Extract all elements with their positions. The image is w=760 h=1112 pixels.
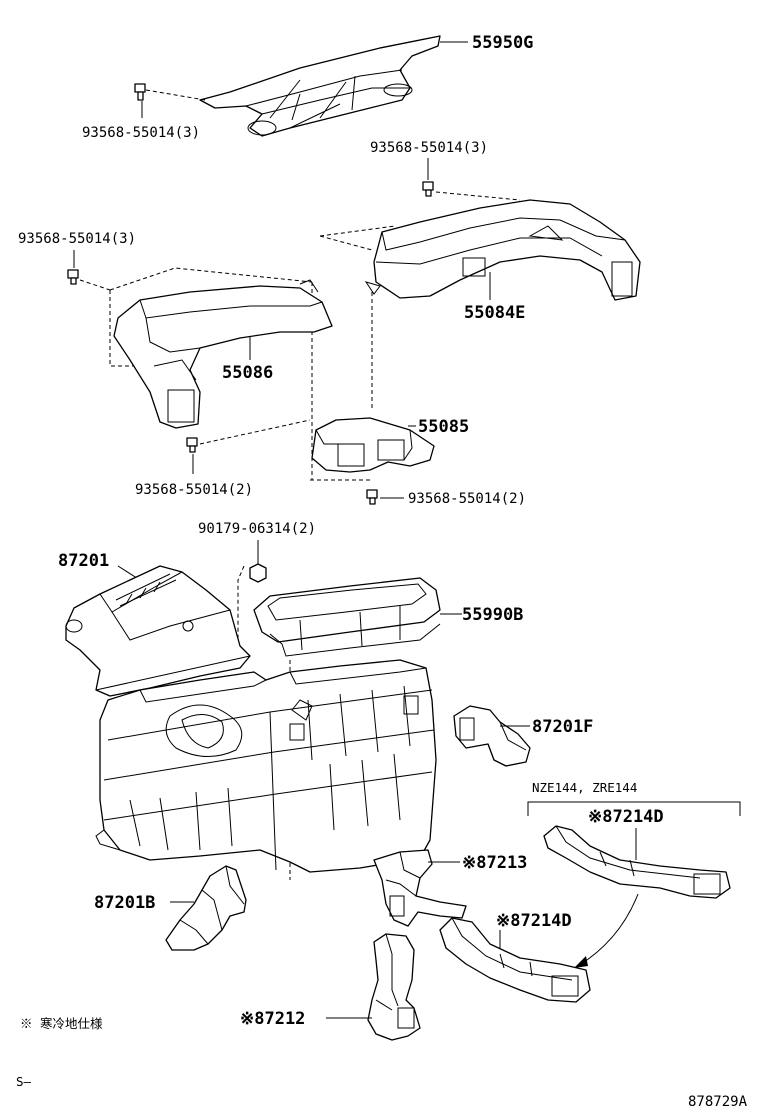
- footnote-cold-spec: ※ 寒冷地仕様: [20, 1016, 103, 1031]
- dashed-guide: [319, 191, 521, 251]
- dashed-guide: [79, 267, 313, 480]
- corner-code: S–: [16, 1074, 32, 1089]
- label-bolt-top-left: 93568-55014(3): [82, 125, 200, 141]
- label-87201: 87201: [58, 551, 109, 571]
- label-87213: ※87213: [462, 853, 527, 873]
- label-55086: 55086: [222, 363, 273, 383]
- label-87214d-upper: ※87214D: [588, 807, 664, 827]
- nut-icon: [249, 563, 267, 583]
- arrow-link: [577, 893, 639, 967]
- part-87214d-lower-duct: [439, 917, 591, 1003]
- hvac-unit-assembly: [95, 659, 437, 873]
- bolt-icon: [134, 83, 146, 101]
- part-87201-blower-case: [65, 565, 251, 697]
- part-55084e-duct: [364, 199, 641, 301]
- bolt-icon: [67, 269, 79, 285]
- label-87201b: 87201B: [94, 893, 155, 913]
- label-bolt-lower-right: 93568-55014(2): [408, 491, 526, 507]
- label-model-note: NZE144, ZRE144: [532, 780, 637, 795]
- bolt-icon: [422, 181, 434, 197]
- label-55085: 55085: [418, 417, 469, 437]
- part-87214d-upper-duct: [543, 825, 731, 899]
- part-55990b-frame: [253, 577, 441, 657]
- label-55990b: 55990B: [462, 605, 523, 625]
- arrow-head-icon: [574, 956, 588, 968]
- diagram-id: 878729A: [688, 1094, 748, 1110]
- part-87201f-duct: [453, 705, 531, 767]
- part-55950g-duct: [199, 35, 441, 137]
- label-bolt-top-right: 93568-55014(3): [370, 140, 488, 156]
- label-55084e: 55084E: [464, 303, 525, 323]
- label-55950g: 55950G: [472, 33, 533, 53]
- bolt-icon: [186, 437, 198, 453]
- label-nut-90179: 90179-06314(2): [198, 521, 316, 537]
- label-bolt-lower-left: 93568-55014(2): [135, 482, 253, 498]
- part-55086-duct: [113, 279, 333, 429]
- bolt-icon: [366, 489, 378, 505]
- part-55085-duct: [311, 417, 435, 473]
- dashed-guide: [199, 292, 373, 481]
- dashed-guide: [145, 89, 206, 101]
- label-87214d-lower: ※87214D: [496, 911, 572, 931]
- label-bolt-mid-left: 93568-55014(3): [18, 231, 136, 247]
- part-87201b-duct: [165, 865, 247, 951]
- part-87212-duct: [367, 933, 421, 1041]
- label-87212: ※87212: [240, 1009, 305, 1029]
- model-bracket: [527, 801, 741, 816]
- label-87201f: 87201F: [532, 717, 593, 737]
- part-87213-duct: [373, 849, 467, 927]
